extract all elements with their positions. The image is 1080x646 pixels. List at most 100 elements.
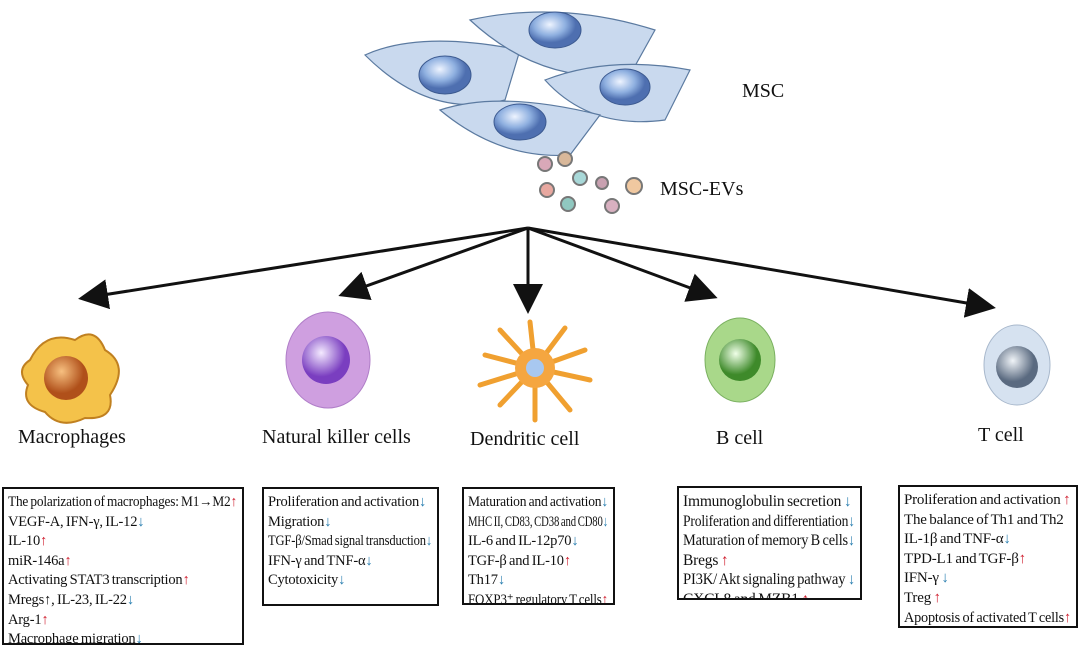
b-cell [704,317,776,403]
effect-text: IFN-γ [904,570,942,587]
effect-text: PI3K/ Akt signaling pathway [683,571,848,588]
effect-line-content: The polarization of macrophages: M1→M2↑ [8,493,237,513]
effect-line: FOXP3⁺ regulatory T cells↑ [468,591,608,603]
arrow-up-icon: ↑ [40,533,48,550]
effect-line-content: IL-6 and IL-12p70↓ [468,532,579,552]
effect-line: CXCL8 and MZB1 ↑ [683,590,856,600]
effect-text: IFN-γ and TNF-α [268,552,366,569]
effect-line: Treg ↑ [904,589,1072,609]
cell-label-nk: Natural killer cells [262,426,411,448]
effect-line: IL-1β and TNF-α↓ [904,530,1072,550]
effect-line-content: PI3K/ Akt signaling pathway ↓ [683,570,855,590]
effect-line-content: VEGF-A, IFN-γ, IL-12↓ [8,513,145,533]
arrow-down-icon: ↓ [419,494,427,510]
arrow-down-icon: ↓ [601,494,608,510]
arrows [78,226,996,318]
effect-line: IFN-γ and TNF-α↓ [268,552,433,572]
arrow-down-icon: ↓ [843,493,852,510]
effect-line-content: Migration↓ [268,513,331,533]
effect-text: CXCL8 and MZB1 [683,590,802,600]
effect-line: Proliferation and differentiation↓ [683,512,855,532]
arrow-down-icon: ↓ [847,571,856,588]
effect-line: Th17↓ [468,571,609,591]
effect-line: miR-146a↑ [8,552,238,572]
effects-box-nk: Proliferation and activation↓Migration↓T… [262,487,439,606]
effect-line: Maturation and activation↓ [468,493,608,513]
effect-line-content: miR-146a↑ [8,552,72,572]
effect-line: TGF-β/Smad signal transduction↓ [268,532,432,552]
effect-text: FOXP3⁺ regulatory T cells [468,591,602,605]
nk-cell [285,311,371,409]
cell-label-t: T cell [978,424,1024,446]
effect-text: miR-146a [8,552,65,569]
arrow-up-icon: ↑ [1063,492,1071,508]
arrow-up-icon: ↑ [182,572,190,589]
effect-text: Bregs [683,551,721,569]
effect-line-content: The balance of Th1 and Th2 [904,511,1064,531]
t-cell [983,324,1051,406]
effect-text: MHC II, CD83, CD38 and CD80 [468,513,603,530]
arrow-down-icon: ↓ [137,513,145,530]
effect-line: Apoptosis of activated T cells↑ [904,609,1071,626]
effect-text: IL-10 [8,533,41,550]
effect-line: Migration↓ [268,513,433,533]
effect-line-content: Activating STAT3 transcription↑ [8,571,190,591]
effect-line-content: Th17↓ [468,571,505,591]
arrow-down-icon: ↓ [571,533,579,550]
arrow-up-icon: ↑ [41,611,49,628]
effect-text: Maturation of memory B cells [683,532,848,549]
effect-line: Proliferation and activation↓ [268,493,433,513]
msc-nuclei [418,11,651,141]
effect-line-content: Apoptosis of activated T cells↑ [904,609,1071,626]
arrow-down-icon: ↓ [602,513,608,530]
effect-line-content: Treg ↑ [904,589,941,609]
effect-line-content: FOXP3⁺ regulatory T cells↑ [468,591,608,605]
effect-line: Macrophage migration↓ [8,630,238,645]
effect-line-content: MHC II, CD83, CD38 and CD80↓ [468,513,608,533]
effect-line: MHC II, CD83, CD38 and CD80↓ [468,513,608,533]
cell-label-macrophages: Macrophages [18,426,126,448]
effect-text: Arg-1 [8,611,42,628]
effect-line: Proliferation and activation ↑ [904,491,1072,511]
effect-line: IL-6 and IL-12p70↓ [468,532,609,552]
effect-line: The polarization of macrophages: M1→M2↑ [8,493,237,513]
effect-text: The balance of Th1 and Th2 [904,511,1064,528]
arrow-up-icon: ↑ [1063,609,1071,626]
effect-text: Activating STAT3 transcription [8,572,183,589]
effect-line: TPD-L1 and TGF-β↑ [904,550,1072,570]
effect-text: Th17 [468,572,498,589]
arrow-down-icon: ↓ [338,572,346,589]
effect-line-content: TGF-β and IL-10↑ [468,552,571,572]
arrow-down-icon: ↓ [425,533,432,550]
cell-label-dendritic: Dendritic cell [470,428,580,450]
effect-text: IL-1β and TNF-α [904,531,1004,548]
effects-box-macrophages: The polarization of macrophages: M1→M2↑V… [2,487,244,645]
arrow-up-icon: ↑ [720,551,729,569]
effect-line-content: Bregs ↑ [683,551,729,571]
effect-line-content: IL-10↑ [8,532,47,552]
effect-line: The balance of Th1 and Th2 [904,511,1072,531]
effect-line: Mregs↑, IL-23, IL-22↓ [8,591,238,611]
msc-label: MSC [742,80,785,102]
effect-text: Cytotoxicity [268,572,339,589]
effects-box-t: Proliferation and activation ↑The balanc… [898,485,1078,628]
arrow-down-icon: ↓ [135,631,143,645]
effect-line: IFN-γ ↓ [904,569,1072,589]
effect-text: Proliferation and activation [268,494,420,510]
effect-line-content: Proliferation and activation ↑ [904,491,1071,511]
dendritic-cell [477,319,593,423]
effect-line: Activating STAT3 transcription↑ [8,571,238,591]
arrow-down-icon: ↓ [324,513,332,530]
effect-line: Immunoglobulin secretion ↓ [683,492,856,512]
effect-text: Mregs↑, IL-23, IL-22 [8,591,127,608]
cell-label-b: B cell [716,427,764,449]
arrow-down-icon: ↓ [847,532,855,549]
effects-box-b: Immunoglobulin secretion ↓Proliferation … [677,486,862,600]
effect-text: IL-6 and IL-12p70 [468,533,572,550]
msc-evs-label: MSC-EVs [660,178,744,200]
macrophage-cell [21,333,120,424]
arrow-up-icon: ↑ [933,589,942,606]
effect-text: VEGF-A, IFN-γ, IL-12 [8,513,138,530]
